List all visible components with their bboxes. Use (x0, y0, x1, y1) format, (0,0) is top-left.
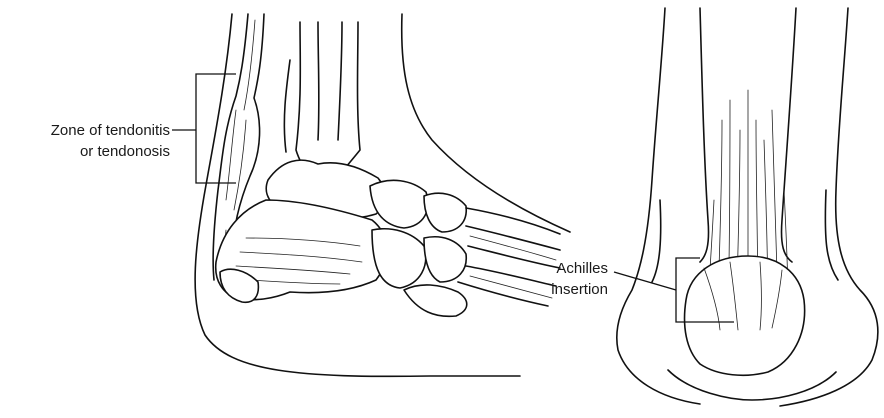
achilles-label-line1: Achilles (520, 259, 608, 278)
leg-inner-left (652, 200, 661, 282)
fibula-bone (284, 60, 290, 152)
posterior-ankle-view (617, 8, 878, 406)
achilles-label-line2: insertion (520, 280, 608, 299)
navicular-bone (370, 180, 428, 228)
lateral-ankle-view (195, 14, 570, 376)
achilles-tendon-left-edge (700, 8, 709, 262)
zone-label-line2: or tendonosis (8, 142, 170, 161)
cuboid-bone (372, 229, 426, 288)
zone-label-line1: Zone of tendonitis (8, 121, 170, 140)
achilles-tendon-right-edge (781, 8, 796, 262)
leg-outline-left (617, 8, 700, 404)
calcaneus-posterior (685, 256, 805, 375)
